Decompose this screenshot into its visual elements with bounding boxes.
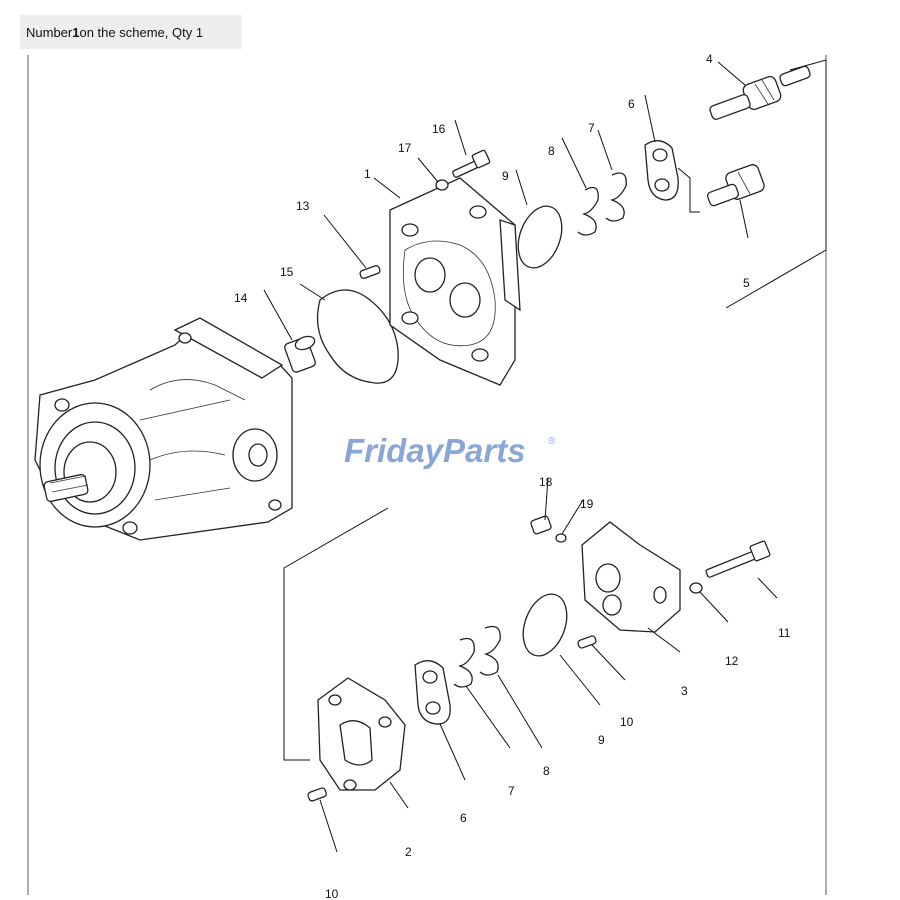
part-8-clip-top	[577, 186, 599, 236]
svg-text:FridayParts: FridayParts	[344, 432, 526, 469]
part-caption: Number 1 on the scheme, Qty 1	[20, 15, 242, 49]
part-19-ring	[555, 533, 567, 543]
part-3-rear-cover	[581, 521, 681, 633]
watermark-parts: Parts	[443, 432, 526, 469]
label-7-lower: 7	[508, 784, 515, 798]
label-17: 17	[398, 141, 412, 155]
label-14: 14	[234, 291, 248, 305]
group-bracket-5	[725, 59, 827, 309]
label-19: 19	[580, 497, 594, 511]
part-4-drive-gear	[709, 65, 811, 120]
part-17-washer	[435, 179, 449, 191]
part-11-bolt	[705, 540, 771, 578]
part-8-clip-lower	[479, 625, 501, 676]
part-12-washer	[689, 582, 703, 594]
part-16-bolt	[452, 149, 491, 178]
label-18: 18	[539, 475, 553, 489]
watermark-friday: Friday	[344, 432, 445, 469]
caption-prefix: Number	[26, 24, 73, 40]
bracket-connector	[677, 167, 700, 213]
label-2: 2	[405, 845, 412, 859]
label-10-left: 10	[325, 887, 339, 900]
label-7-top: 7	[588, 121, 595, 135]
part-6-plate-top	[644, 140, 679, 201]
pump-body	[34, 317, 293, 541]
part-10-pin-right	[577, 635, 597, 649]
label-9-lower: 9	[598, 733, 605, 747]
part-15-gasket	[316, 289, 399, 384]
part-6-plate-lower	[414, 660, 451, 725]
part-14-bushing	[284, 335, 316, 373]
label-6-lower: 6	[460, 811, 467, 825]
part-1-cover	[389, 177, 521, 386]
driven-gear	[706, 164, 765, 207]
label-6-top: 6	[628, 97, 635, 111]
part-18-plug	[530, 515, 552, 535]
part-2-housing	[317, 677, 406, 791]
label-12: 12	[725, 654, 739, 668]
watermark-mark: ®	[548, 436, 556, 447]
leader-lines	[263, 61, 778, 853]
label-13: 13	[296, 199, 310, 213]
callout-labels: 1 17 16 13 15 14 9 8 7 6 4 5 18 19 11 12…	[234, 52, 791, 900]
label-8-top: 8	[548, 144, 555, 158]
label-3: 3	[681, 684, 688, 698]
label-11: 11	[778, 626, 791, 640]
caption-suffix: on the scheme, Qty 1	[79, 24, 204, 40]
part-10-pin-left	[307, 787, 327, 802]
part-9-seal-top	[517, 205, 563, 269]
label-8-lower: 8	[543, 764, 550, 778]
part-7-clip-top	[605, 172, 627, 222]
label-5: 5	[743, 276, 750, 290]
label-16: 16	[432, 122, 446, 136]
part-13-pin	[359, 265, 381, 279]
group-bracket-rear	[283, 507, 389, 761]
part-7-clip-lower	[453, 637, 475, 688]
label-10-right: 10	[620, 715, 634, 729]
label-9-top: 9	[502, 169, 509, 183]
label-4: 4	[706, 52, 713, 66]
fridayparts-watermark: FridayParts ®	[344, 432, 556, 469]
caption-number: 1	[72, 24, 80, 40]
label-15: 15	[280, 265, 294, 279]
label-1: 1	[364, 167, 371, 181]
part-9-seal-lower	[522, 593, 568, 657]
